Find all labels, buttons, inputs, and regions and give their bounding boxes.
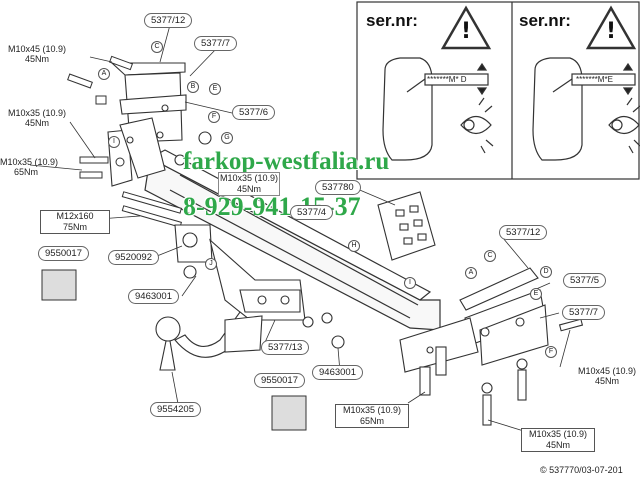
serial-label-left: ser.nr: — [366, 11, 418, 30]
callout-h: H — [348, 240, 360, 252]
callout-f-right: F — [545, 346, 557, 358]
spec-torque: 75Nm — [62, 222, 87, 232]
warning-icon-right: ! — [606, 19, 617, 44]
spec-torque: 65Nm — [359, 416, 384, 426]
serial-code-left: *******M* D — [427, 75, 467, 84]
spec-bolt: M10x45 (10.9) — [7, 44, 67, 54]
part-5377-6: 5377/6 — [232, 105, 276, 120]
callout-f: F — [208, 111, 220, 123]
leader-lines — [29, 24, 571, 433]
spec-torque: 45Nm — [545, 440, 570, 450]
spec-bolt: M10x35 (10.9) — [528, 429, 588, 439]
callout-a: A — [98, 68, 110, 80]
part-5377-13: 5377/13 — [261, 340, 310, 355]
spec-bolt: M10x35 (10.9) — [219, 173, 279, 183]
socket-plate — [377, 191, 436, 261]
part-9520092: 9520092 — [108, 250, 159, 265]
serial-label-right: ser.nr: — [519, 11, 571, 30]
callout-d-right: D — [540, 266, 552, 278]
spec-torque: 65Nm — [13, 167, 38, 177]
callout-e-right: E — [530, 288, 542, 300]
watermark-phone: 8-929-941-15-37 — [183, 192, 361, 221]
part-9550017-left: 9550017 — [38, 246, 89, 261]
part-9550017-bottom: 9550017 — [254, 373, 305, 388]
callout-j: J — [205, 258, 217, 270]
spec-right-top: M10x45 (10.9) 45Nm — [574, 366, 640, 386]
part-9554205: 9554205 — [150, 402, 201, 417]
part-5377-7-right: 5377/7 — [562, 305, 606, 320]
spec-bottom-right-box: M10x35 (10.9) 45Nm — [521, 428, 595, 452]
callout-c: C — [151, 41, 163, 53]
callout-c-right: C — [484, 250, 496, 262]
callout-b: B — [187, 81, 199, 93]
spec-bolt: M10x35 (10.9) — [7, 108, 67, 118]
watermark-site: farkop-westfalia.ru — [183, 148, 390, 175]
spec-torque: 45Nm — [594, 376, 619, 386]
spec-left-low: M10x35 (10.9) 65Nm — [0, 157, 59, 177]
part-9463001-mid: 9463001 — [312, 365, 363, 380]
right-bracket — [399, 267, 584, 426]
callout-g: G — [221, 132, 233, 144]
spec-torque: 45Nm — [24, 118, 49, 128]
spec-bolt: M10x35 (10.9) — [0, 157, 59, 167]
part-5377-7-top: 5377/7 — [194, 36, 238, 51]
spec-m12-box: M12x160 75Nm — [40, 210, 110, 234]
callout-i: I — [108, 136, 120, 148]
spec-bolt: M12x160 — [56, 211, 94, 221]
serial-code-right: *******M*E — [576, 75, 613, 84]
spec-torque: 45Nm — [24, 54, 49, 64]
part-5377-12-top: 5377/12 — [144, 13, 193, 28]
part-5377-4: 5377/4 — [290, 205, 334, 220]
callout-i-right: I — [404, 277, 416, 289]
spec-top-left: M10x45 (10.9) 45Nm — [0, 44, 74, 64]
part-537780: 537780 — [315, 180, 361, 195]
spec-torque: 45Nm — [236, 184, 261, 194]
callout-a-right: A — [465, 267, 477, 279]
serial-panels — [356, 1, 640, 180]
warning-icon-left: ! — [461, 19, 472, 44]
part-5377-5: 5377/5 — [563, 273, 607, 288]
spec-left-mid: M10x35 (10.9) 45Nm — [0, 108, 74, 128]
part-5377-12-right: 5377/12 — [499, 225, 548, 240]
spec-bolt: M10x45 (10.9) — [577, 366, 637, 376]
spec-bolt: M10x35 (10.9) — [342, 405, 402, 415]
left-bolts — [67, 55, 183, 228]
instruction-packs — [41, 269, 307, 431]
spec-bottom-mid-box: M10x35 (10.9) 65Nm — [335, 404, 409, 428]
tow-bracket — [155, 131, 345, 371]
footer-code: © 537770/03-07-201 — [540, 465, 623, 475]
left-bracket — [107, 62, 187, 187]
callout-e: E — [209, 83, 221, 95]
spec-center-box: M10x35 (10.9) 45Nm — [218, 172, 280, 196]
part-9463001-left: 9463001 — [128, 289, 179, 304]
